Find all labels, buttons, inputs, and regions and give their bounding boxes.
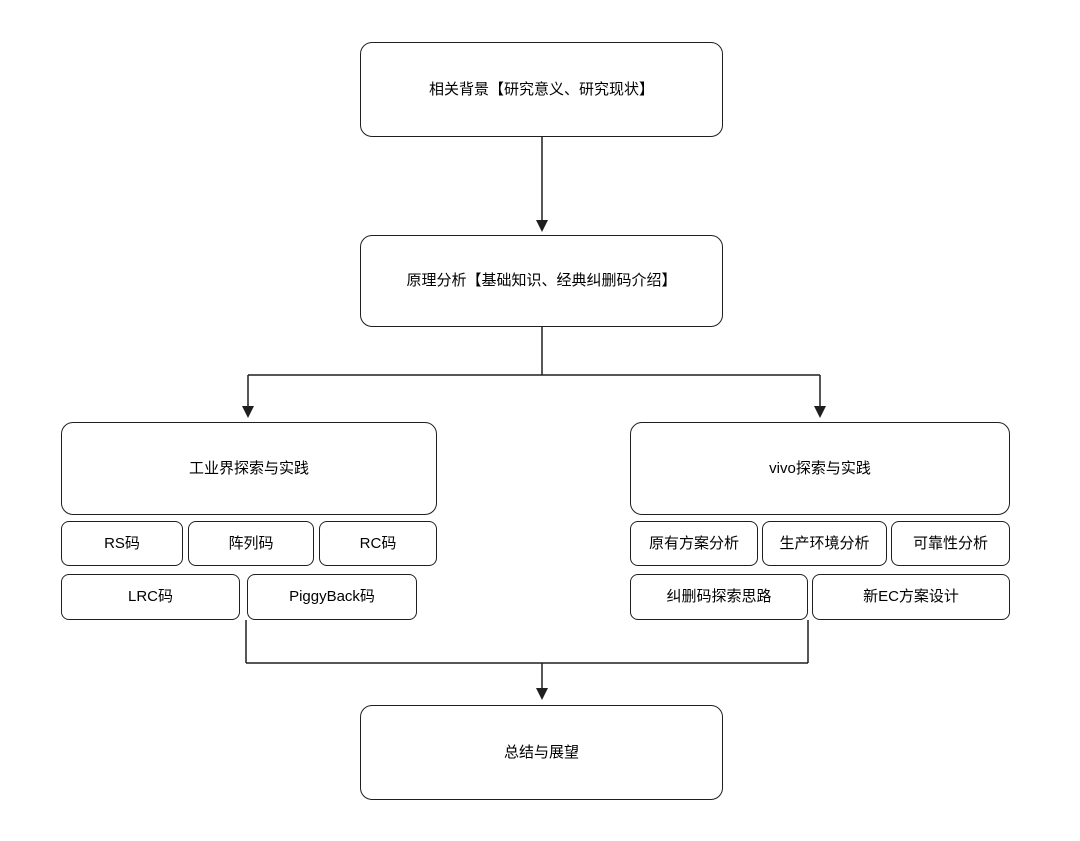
node-vivo-item-ec-exploration: 纠删码探索思路 bbox=[630, 574, 808, 620]
node-industry: 工业界探索与实践 bbox=[61, 422, 437, 515]
node-summary: 总结与展望 bbox=[360, 705, 723, 800]
node-vivo-item-original-scheme: 原有方案分析 bbox=[630, 521, 758, 566]
node-background: 相关背景【研究意义、研究现状】 bbox=[360, 42, 723, 137]
node-vivo: vivo探索与实践 bbox=[630, 422, 1010, 515]
node-vivo-item-new-ec-design: 新EC方案设计 bbox=[812, 574, 1010, 620]
node-vivo-item-production-env: 生产环境分析 bbox=[762, 521, 887, 566]
node-industry-item-rc: RC码 bbox=[319, 521, 437, 566]
node-industry-item-lrc: LRC码 bbox=[61, 574, 240, 620]
node-principle: 原理分析【基础知识、经典纠删码介绍】 bbox=[360, 235, 723, 327]
node-industry-item-array: 阵列码 bbox=[188, 521, 314, 566]
node-industry-item-rs: RS码 bbox=[61, 521, 183, 566]
node-vivo-item-reliability: 可靠性分析 bbox=[891, 521, 1010, 566]
node-industry-item-piggyback: PiggyBack码 bbox=[247, 574, 417, 620]
